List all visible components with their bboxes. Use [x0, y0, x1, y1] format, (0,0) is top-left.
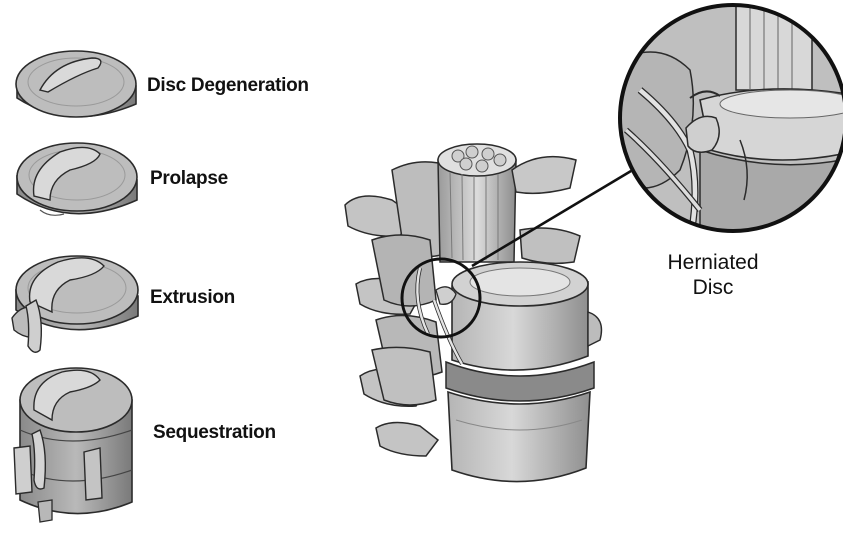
- extrusion-illustration: [12, 256, 138, 352]
- disc-degeneration-illustration: [16, 51, 136, 117]
- spine-illustration: [345, 144, 602, 482]
- stage-label-disc-degeneration: Disc Degeneration: [147, 75, 309, 97]
- stage-label-sequestration: Sequestration: [153, 422, 276, 444]
- stage-label-prolapse: Prolapse: [150, 168, 228, 190]
- herniated-label-line1: Herniated: [648, 250, 778, 275]
- stage-label-extrusion: Extrusion: [150, 287, 235, 309]
- sequestration-illustration: [14, 368, 132, 522]
- prolapse-illustration: [17, 143, 137, 215]
- herniated-label-line2: Disc: [648, 275, 778, 300]
- herniated-disc-label: Herniated Disc: [648, 250, 778, 300]
- zoom-inset: [620, 0, 843, 240]
